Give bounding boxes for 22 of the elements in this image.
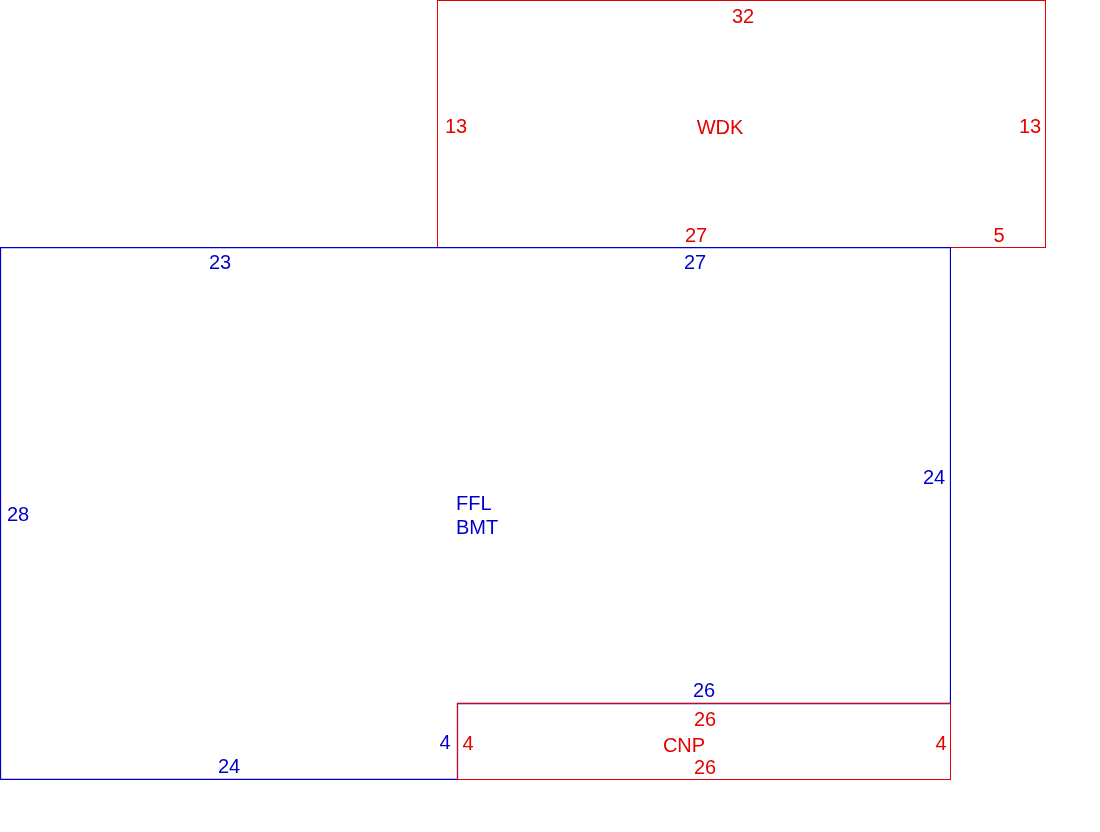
dimension-label: 23 [208,250,232,274]
room-name: FFL BMT [456,491,500,539]
dimension-label: 32 [731,4,755,28]
dimension-label: 26 [693,755,717,779]
dimension-label: 26 [692,678,716,702]
dimension-label: 4 [439,730,451,754]
room-name: CNP [661,733,707,757]
dimension-label: 27 [683,250,707,274]
room-outline [437,0,1046,248]
room-outline [457,703,951,780]
dimension-label: 13 [444,114,468,138]
dimension-label: 24 [922,465,946,489]
dimension-label: 4 [462,731,474,755]
room-outline [0,247,951,780]
dimension-label: 26 [693,707,717,731]
dimension-label: 4 [935,731,947,755]
dimension-label: 13 [1018,114,1042,138]
dimension-label: 5 [993,223,1005,247]
dimension-label: 27 [684,223,708,247]
dimension-label: 24 [217,754,241,778]
dimension-label: 28 [6,502,30,526]
room-name: WDK [695,115,745,139]
